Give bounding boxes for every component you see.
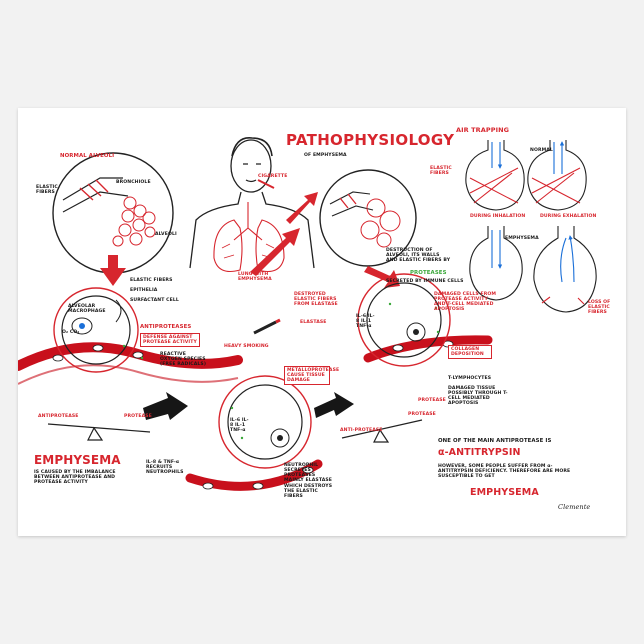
proteases-word: PROTEASES xyxy=(410,270,447,276)
artist-signature: Clemente xyxy=(558,503,591,511)
loss-of-fibers-label: LOSS OF ELASTIC FIBERS xyxy=(588,300,611,316)
cigarette-drawing xyxy=(253,318,281,335)
protease-left-label: PROTEASE xyxy=(124,414,152,419)
poster: PATHOPHYSIOLOGY OF EMPHYSEMA NORMAL ALVE… xyxy=(18,108,626,536)
poster-drawing xyxy=(18,137,597,491)
deficiency-text: HOWEVER, SOME PEOPLE SUFFER FROM α-ANTIT… xyxy=(438,464,571,480)
air-normal-label: NORMAL xyxy=(530,148,553,153)
elastic-fibers-label: ELASTIC FIBERS xyxy=(36,185,58,196)
during-inhalation-label: DURING INHALATION xyxy=(470,214,526,219)
bronchiole-label: BRONCHIOLE xyxy=(116,180,151,185)
seesaw-right xyxy=(341,419,423,443)
seesaw-left xyxy=(47,423,151,441)
elastase-label: ELASTASE xyxy=(300,320,327,325)
air-trapping-title: AIR TRAPPING xyxy=(456,126,510,134)
antiprotease-right-label: ANTI-PROTEASE xyxy=(340,428,383,433)
air-elastic-label: ELASTIC FIBERS xyxy=(430,166,452,177)
heavy-smoking-label: HEAVY SMOKING xyxy=(224,344,269,349)
poster-title: PATHOPHYSIOLOGY xyxy=(286,131,455,149)
air-trapping-drawings xyxy=(465,140,597,313)
lung-with-emphysema-label: LUNG WITH EMPHYSEMA xyxy=(238,272,272,283)
alveolus-stage-3 xyxy=(357,273,451,367)
emphysema-final-word: EMPHYSEMA xyxy=(470,487,539,498)
damaged-tissue-label: DAMAGED TISSUE POSSIBLY THROUGH T-CELL M… xyxy=(448,386,508,407)
air-emphysema-label: EMPHYSEMA xyxy=(505,236,539,241)
damaged-cells-label: DAMAGED CELLS FROM PROTEASE ACTIVITY AND… xyxy=(434,292,497,313)
black-arrows xyxy=(143,392,354,420)
alpha-antitrypsin-heading: α-ANTITRYPSIN xyxy=(438,447,521,458)
alveolus-stage-2 xyxy=(218,375,312,469)
destroyed-fibers-label: DESTROYED ELASTIC FIBERS FROM ELASTASE xyxy=(294,292,338,308)
destruction-text: DESTRUCTION OF ALVEOLI, ITS WALLS AND EL… xyxy=(386,248,451,264)
antiproteases-label: ANTIPROTEASES xyxy=(140,324,192,330)
epithelia-label: EPITHELIA xyxy=(130,288,158,293)
emphysema-alveoli-illustration xyxy=(319,169,417,267)
during-exhalation-label: DURING EXHALATION xyxy=(540,214,597,219)
neutrophil-text: NEUTROPHIL SECRETES PROTEASES MAINLY ELA… xyxy=(284,463,333,499)
cytokines-stage-2: IL-6 IL-8 IL-1 TNF-α xyxy=(230,418,249,434)
protease-right-label: PROTEASE xyxy=(408,412,436,417)
reactive-oxygen-label: REACTIVE OXYGEN SPECIES (FREE RADICALS) xyxy=(160,352,207,368)
alveolus-stage-1 xyxy=(53,287,139,373)
defense-box: DEFENSE AGAINST PROTEASE ACTIVITY xyxy=(140,333,200,348)
protease-mid-label: PROTEASE xyxy=(418,398,446,403)
t-lymphocytes-label: T-LYMPHOCYTES xyxy=(448,376,492,381)
gas-exchange-label: O₂ CO₂ xyxy=(62,330,80,335)
person-silhouette xyxy=(189,137,315,269)
normal-alveoli-label: NORMAL ALVEOLI xyxy=(60,153,115,159)
lungs xyxy=(213,202,285,273)
alveolar-macrophage-label: ALVEOLAR MACROPHAGE xyxy=(68,304,106,315)
blood-vessels xyxy=(18,335,493,491)
antiprotease-left-label: ANTIPROTEASE xyxy=(38,414,79,419)
elastic-fibers-label-2: ELASTIC FIBERS xyxy=(130,278,173,283)
imbalance-text: IS CAUSED BY THE IMBALANCE BETWEEN ANTIP… xyxy=(34,470,116,486)
one-of-text: ONE OF THE MAIN ANTIPROTEASE IS xyxy=(438,438,552,444)
red-arrows xyxy=(100,192,400,288)
alveoli-label: ALVEOLI xyxy=(155,232,177,237)
poster-subtitle: OF EMPHYSEMA xyxy=(304,153,347,158)
emphysema-heading: EMPHYSEMA xyxy=(34,453,121,467)
il8-recruits-label: IL-8 & TNF-α RECRUITS NEUTROPHILS xyxy=(146,460,184,476)
secreted-by-label: SECRETED BY IMMUNE CELLS xyxy=(386,279,464,284)
cigarette-label: CIGARETTE xyxy=(258,174,288,179)
metalloprotease-box: METALLOPROTEASE CAUSE TISSUE DAMAGE xyxy=(284,366,339,386)
cytokines-stage-3: IL-6 IL-8 IL-1 TNF-α xyxy=(356,314,375,330)
collagen-deposition-box: COLLAGEN DEPOSITION xyxy=(448,345,492,360)
surfactant-cell-label: SURFACTANT CELL xyxy=(130,298,179,303)
